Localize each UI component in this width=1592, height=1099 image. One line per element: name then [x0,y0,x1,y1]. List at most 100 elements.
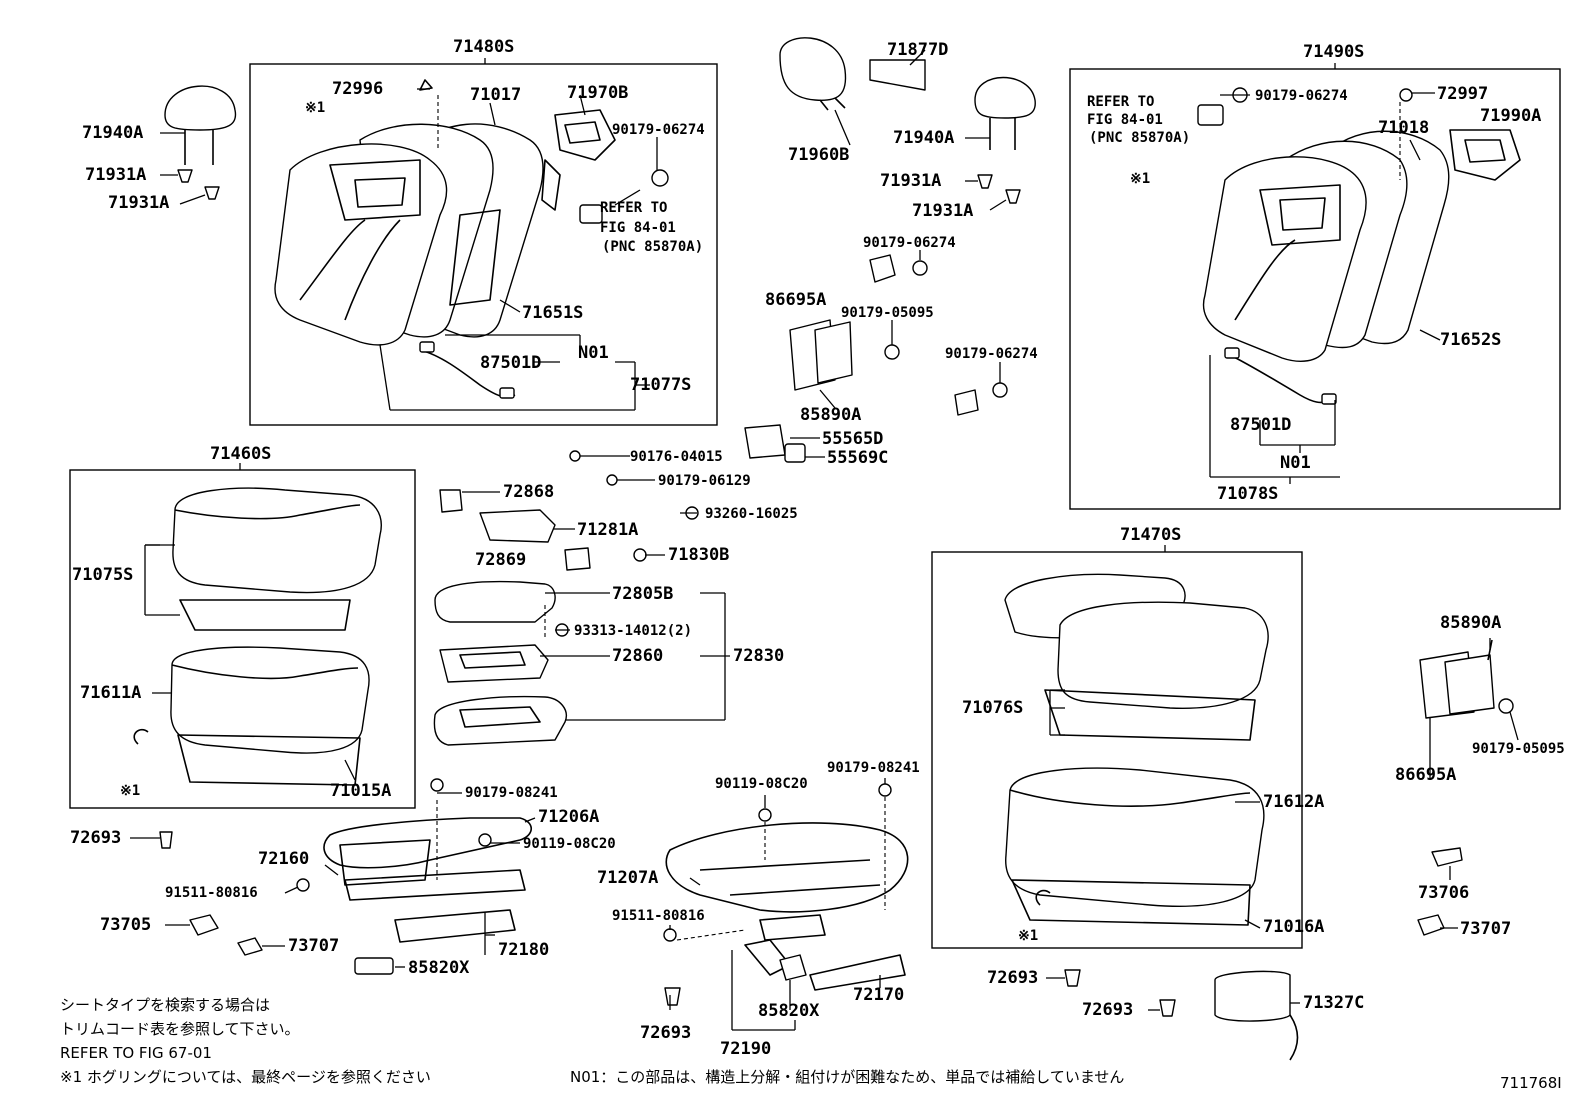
headrest-drawings [164,37,1036,204]
label-90179-05095-a: 90179-05095 [841,305,934,321]
label-n01-b: N01 [1280,453,1311,473]
label-85890A-a: 85890A [800,405,861,425]
label-72693-a: 72693 [70,828,121,848]
label-73705: 73705 [100,915,151,935]
seat-cushion-right-drawing [1004,573,1269,926]
label-73706: 73706 [1418,883,1469,903]
label-71490S: 71490S [1303,42,1364,62]
label-73707-b: 73707 [1460,919,1511,939]
label-90119-08C20-a: 90119-08C20 [523,836,616,852]
frames-rails-drawing [159,778,1463,1061]
label-pnc-a: (PNC 85870A) [602,239,703,255]
label-72805B: 72805B [612,584,673,604]
label-71075S: 71075S [72,565,133,585]
label-90179-08241-a: 90179-08241 [465,785,558,801]
label-71207A: 71207A [597,868,658,888]
label-71327C: 71327C [1303,993,1364,1013]
label-71960B: 71960B [788,145,849,165]
label-90176-04015: 90176-04015 [630,449,723,465]
module-right-drawing [1419,639,1514,719]
leader-lines [130,49,1519,1031]
label-71206A: 71206A [538,807,599,827]
label-refer-b: REFER TO [1087,94,1154,110]
label-72869: 72869 [475,550,526,570]
middle-small-parts [569,254,1008,486]
label-86695A-a: 86695A [765,290,826,310]
seat-back-left-drawing [274,79,669,399]
figure-id: 711768I [1500,1074,1562,1092]
group-box-71460S [69,469,416,809]
label-72180: 72180 [498,940,549,960]
label-fig-b: FIG 84-01 [1087,112,1163,128]
label-71460S: 71460S [210,444,271,464]
label-85820X-b: 85820X [758,1001,820,1021]
seat-back-right-drawing [1197,87,1521,405]
label-71651S: 71651S [522,303,583,323]
label-71940A-a: 71940A [82,123,143,143]
label-72830: 72830 [733,646,784,666]
label-72996: 72996 [332,79,383,99]
label-71652S: 71652S [1440,330,1501,350]
label-71931A-c: 71931A [880,171,941,191]
label-72170: 72170 [853,985,904,1005]
label-mark-c: ※1 [120,783,140,799]
label-90179-06129: 90179-06129 [658,473,751,489]
label-73707-a: 73707 [288,936,339,956]
note-n01: N01：この部品は、構造上分解・組付けが困難なため、単品では補給していません [570,1068,1124,1086]
label-71470S: 71470S [1120,525,1181,545]
label-mark-d: ※1 [1018,928,1038,944]
group-box-71480S [249,63,718,426]
label-mark-a: ※1 [305,100,325,116]
label-86695A-b: 86695A [1395,765,1456,785]
label-72868: 72868 [503,482,554,502]
label-71830B: 71830B [668,545,729,565]
label-87501D-a: 87501D [480,353,541,373]
label-pnc-b: (PNC 85870A) [1089,130,1190,146]
note-line-2: トリムコード表を参照して下さい。 [60,1020,300,1038]
label-71940A-b: 71940A [893,128,954,148]
label-71931A-b: 71931A [108,193,169,213]
label-72160: 72160 [258,849,309,869]
label-71877D: 71877D [887,40,948,60]
label-55565D: 55565D [822,429,883,449]
label-72997: 72997 [1437,84,1488,104]
label-71076S: 71076S [962,698,1023,718]
label-71017: 71017 [470,85,521,105]
notes: シートタイプを検索する場合は トリムコード表を参照して下さい。 REFER TO… [60,996,1562,1092]
label-91511-80816-a: 91511-80816 [165,885,258,901]
label-91511-80816-b: 91511-80816 [612,908,705,924]
note-line-4: ※1 ホグリングについては、最終ページを参照ください [60,1068,431,1086]
label-71281A: 71281A [577,520,638,540]
label-fig-a: FIG 84-01 [600,220,676,236]
label-71990A: 71990A [1480,106,1541,126]
label-90179-08241-b: 90179-08241 [827,760,920,776]
label-72190: 72190 [720,1039,771,1059]
label-90179-05095-b: 90179-05095 [1472,741,1565,757]
label-71612A: 71612A [1263,792,1324,812]
note-line-1: シートタイプを検索する場合は [60,996,270,1014]
armrest-drawing [433,489,699,746]
label-mark-b: ※1 [1130,171,1150,187]
label-72693-d: 72693 [1082,1000,1133,1020]
label-71970B: 71970B [567,83,628,103]
label-90179-06274-a: 90179-06274 [612,122,705,138]
label-90119-08C20-b: 90119-08C20 [715,776,808,792]
label-71078S: 71078S [1217,484,1278,504]
label-93260-16025: 93260-16025 [705,506,798,522]
label-71931A-d: 71931A [912,201,973,221]
label-72693-b: 72693 [640,1023,691,1043]
label-87501D-b: 87501D [1230,415,1291,435]
label-refer-a: REFER TO [600,200,667,216]
label-71077S: 71077S [630,375,691,395]
label-85820X-a: 85820X [408,958,470,978]
label-71015A: 71015A [330,781,391,801]
label-72693-c: 72693 [987,968,1038,988]
label-90179-06274-b: 90179-06274 [863,235,956,251]
label-71931A-a: 71931A [85,165,146,185]
label-n01-a: N01 [578,343,609,363]
label-90179-06274-d: 90179-06274 [1255,88,1348,104]
label-72860: 72860 [612,646,663,666]
seat-cushion-left-drawing [133,487,382,786]
label-71480S: 71480S [453,37,514,57]
